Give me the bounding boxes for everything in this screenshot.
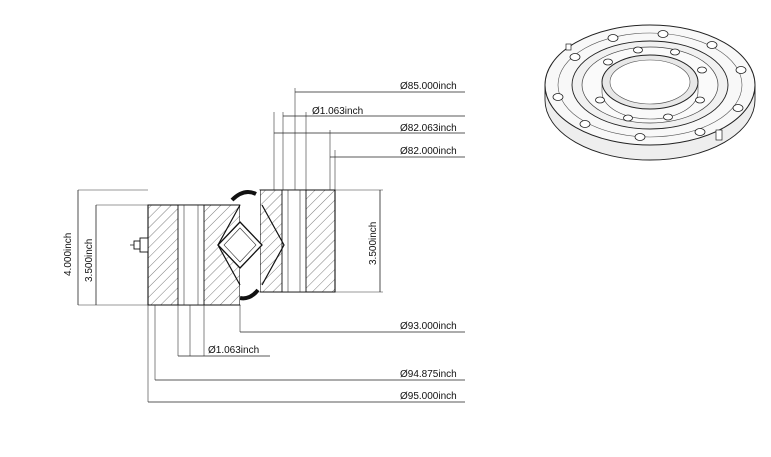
inner-bolt-holes xyxy=(595,46,707,122)
seal-top xyxy=(230,190,257,202)
dim-height-inner: 3.500inch xyxy=(368,222,379,265)
dimension-lines xyxy=(77,91,465,403)
dim-93000: Ø93.000inch xyxy=(400,321,457,332)
dim-82063: Ø82.063inch xyxy=(400,123,457,134)
dim-height-total: 4.000inch xyxy=(63,233,74,276)
dim-height-outer: 3.500inch xyxy=(84,239,95,282)
grease-nipple-icon xyxy=(130,237,149,253)
dim-82000: Ø82.000inch xyxy=(400,146,457,157)
outer-ring-section xyxy=(147,204,241,306)
dim-1063-top: Ø1.063inch xyxy=(312,106,363,117)
dim-95000: Ø95.000inch xyxy=(400,391,457,402)
outer-bolt-holes xyxy=(552,30,747,141)
slewing-ring-iso-icon xyxy=(544,24,756,161)
cross-section xyxy=(130,189,336,306)
dim-94875: Ø94.875inch xyxy=(400,369,457,380)
inner-ring-section xyxy=(259,189,336,293)
dim-1063-bottom: Ø1.063inch xyxy=(208,345,259,356)
seal-bottom xyxy=(239,288,260,301)
roller-element xyxy=(217,221,263,269)
dimension-labels: Ø85.000inch Ø1.063inch Ø82.063inch Ø82.0… xyxy=(63,81,457,402)
iso-grease-nipple-icon xyxy=(565,43,723,141)
dim-85: Ø85.000inch xyxy=(400,81,457,92)
